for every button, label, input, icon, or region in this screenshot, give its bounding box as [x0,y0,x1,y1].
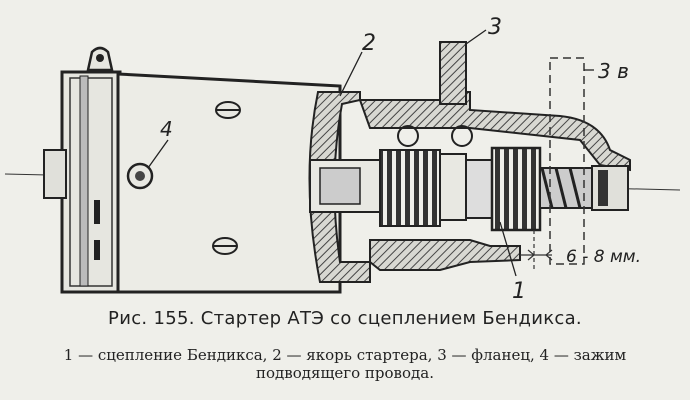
end-cap [43,70,122,294]
legend-line-1: 1 — сцепление Бендикса, 2 — якорь старте… [63,346,627,364]
dimension-label: 6 - 8 мм. [566,247,641,267]
callout-2: 2 [362,31,376,56]
lifting-eye [86,46,114,72]
motor-housing [116,72,342,294]
ring-gear-outline [549,57,585,265]
starter-diagram: 6 - 8 мм. 2 3 3 в 4 1 [4,15,681,304]
figure-caption: Рис. 155. Стартер АТЭ со сцеплением Бенд… [108,308,582,329]
callout-4: 4 [160,117,173,141]
callout-3: 3 [488,15,502,40]
callout-1: 1 [512,279,526,304]
armature [309,125,493,227]
flange-section [308,41,631,283]
bendix-pinion [490,146,629,232]
dimension-marker: 6 - 8 мм. [520,230,641,270]
callout-3b: 3 в [598,59,629,83]
legend-line-2: подводящего провода. [256,364,434,382]
leader-lines [147,29,594,277]
figure-legend: 1 — сцепление Бендикса, 2 — якорь старте… [20,346,670,382]
